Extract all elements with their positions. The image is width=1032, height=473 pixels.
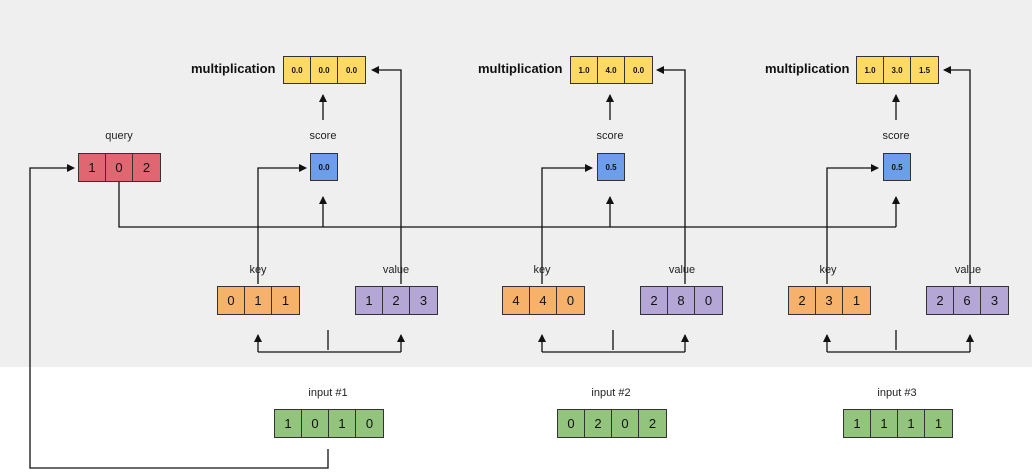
input-vector-1: 1 0 1 0: [274, 409, 384, 438]
value-vector-3: 2 6 3: [926, 286, 1009, 315]
key-cell: 4: [503, 287, 530, 314]
input-cell: 2: [585, 410, 612, 437]
query-cell: 2: [133, 154, 160, 181]
score-label: score: [309, 130, 337, 142]
score-cell: 0.5: [884, 154, 910, 180]
score-label: score: [882, 130, 910, 142]
query-cell: 1: [79, 154, 106, 181]
key-vector-2: 4 4 0: [502, 286, 585, 315]
key-cell: 1: [843, 287, 870, 314]
input1-to-query-arrow: [29, 164, 329, 469]
multiplication-label: multiplication: [191, 61, 276, 76]
query-vector: 1 0 2: [78, 153, 161, 182]
key-cell: 1: [272, 287, 299, 314]
input-label: input #2: [591, 387, 631, 399]
multiplication-vector-1: 0.0 0.0 0.0: [283, 56, 366, 84]
value-vector-2: 2 8 0: [640, 286, 723, 315]
multiplication-label: multiplication: [765, 61, 850, 76]
score-cell: 0.0: [311, 154, 337, 180]
key-vector-3: 2 3 1: [788, 286, 871, 315]
multiplication-cell: 4.0: [598, 57, 625, 83]
value-label: value: [382, 264, 410, 276]
input-cell: 1: [871, 410, 898, 437]
value-cell: 8: [668, 287, 695, 314]
key3-to-score-arrow: [826, 164, 879, 284]
input2-to-key-arrow: [542, 335, 685, 353]
key2-to-score-arrow: [541, 164, 593, 284]
input-cell: 0: [356, 410, 383, 437]
multiplication-cell: 1.5: [911, 57, 938, 83]
value-cell: 1: [356, 287, 383, 314]
key-vector-1: 0 1 1: [217, 286, 300, 315]
value-cell: 3: [410, 287, 437, 314]
multiplication-vector-2: 1.0 4.0 0.0: [570, 56, 653, 84]
key1-to-score-arrow: [257, 164, 307, 284]
value-cell: 2: [927, 287, 954, 314]
multiplication-cell: 3.0: [884, 57, 911, 83]
query-label: query: [105, 130, 133, 142]
multiplication-cell: 0.0: [338, 57, 365, 83]
value-cell: 2: [641, 287, 668, 314]
value-cell: 6: [954, 287, 981, 314]
query-cell: 0: [106, 154, 133, 181]
query-bus-line: [118, 181, 896, 228]
value-cell: 0: [695, 287, 722, 314]
input-cell: 0: [612, 410, 639, 437]
key-label: key: [533, 264, 551, 276]
multiplication-cell: 0.0: [284, 57, 311, 83]
key-cell: 0: [557, 287, 584, 314]
input-cell: 1: [925, 410, 952, 437]
value-cell: 3: [981, 287, 1008, 314]
value3-to-mult-arrow: [943, 66, 971, 284]
key-label: key: [249, 264, 267, 276]
input1-to-key-arrow: [258, 335, 401, 353]
value-label: value: [668, 264, 696, 276]
input-cell: 0: [558, 410, 585, 437]
value2-to-mult-arrow: [656, 66, 686, 284]
value-vector-1: 1 2 3: [355, 286, 438, 315]
key-cell: 2: [789, 287, 816, 314]
multiplication-cell: 0.0: [625, 57, 652, 83]
input-label: input #3: [877, 387, 917, 399]
score-cell: 0.5: [598, 154, 624, 180]
key-label: key: [819, 264, 837, 276]
input-vector-2: 0 2 0 2: [557, 409, 667, 438]
score-box-1: 0.0: [310, 153, 338, 181]
input-cell: 2: [639, 410, 666, 437]
value-cell: 2: [383, 287, 410, 314]
value1-to-mult-arrow: [371, 66, 402, 284]
input-cell: 1: [844, 410, 871, 437]
input-cell: 0: [302, 410, 329, 437]
key-cell: 1: [245, 287, 272, 314]
key-cell: 0: [218, 287, 245, 314]
multiplication-cell: 1.0: [857, 57, 884, 83]
input-cell: 1: [898, 410, 925, 437]
multiplication-vector-3: 1.0 3.0 1.5: [856, 56, 939, 84]
key-cell: 3: [816, 287, 843, 314]
input-vector-3: 1 1 1 1: [843, 409, 953, 438]
multiplication-cell: 0.0: [311, 57, 338, 83]
input-cell: 1: [329, 410, 356, 437]
input-cell: 1: [275, 410, 302, 437]
score-label: score: [596, 130, 624, 142]
key-cell: 4: [530, 287, 557, 314]
value-label: value: [954, 264, 982, 276]
multiplication-cell: 1.0: [571, 57, 598, 83]
input3-to-key-arrow: [827, 335, 970, 353]
input-label: input #1: [308, 387, 348, 399]
multiplication-label: multiplication: [478, 61, 563, 76]
score-box-3: 0.5: [883, 153, 911, 181]
score-box-2: 0.5: [597, 153, 625, 181]
